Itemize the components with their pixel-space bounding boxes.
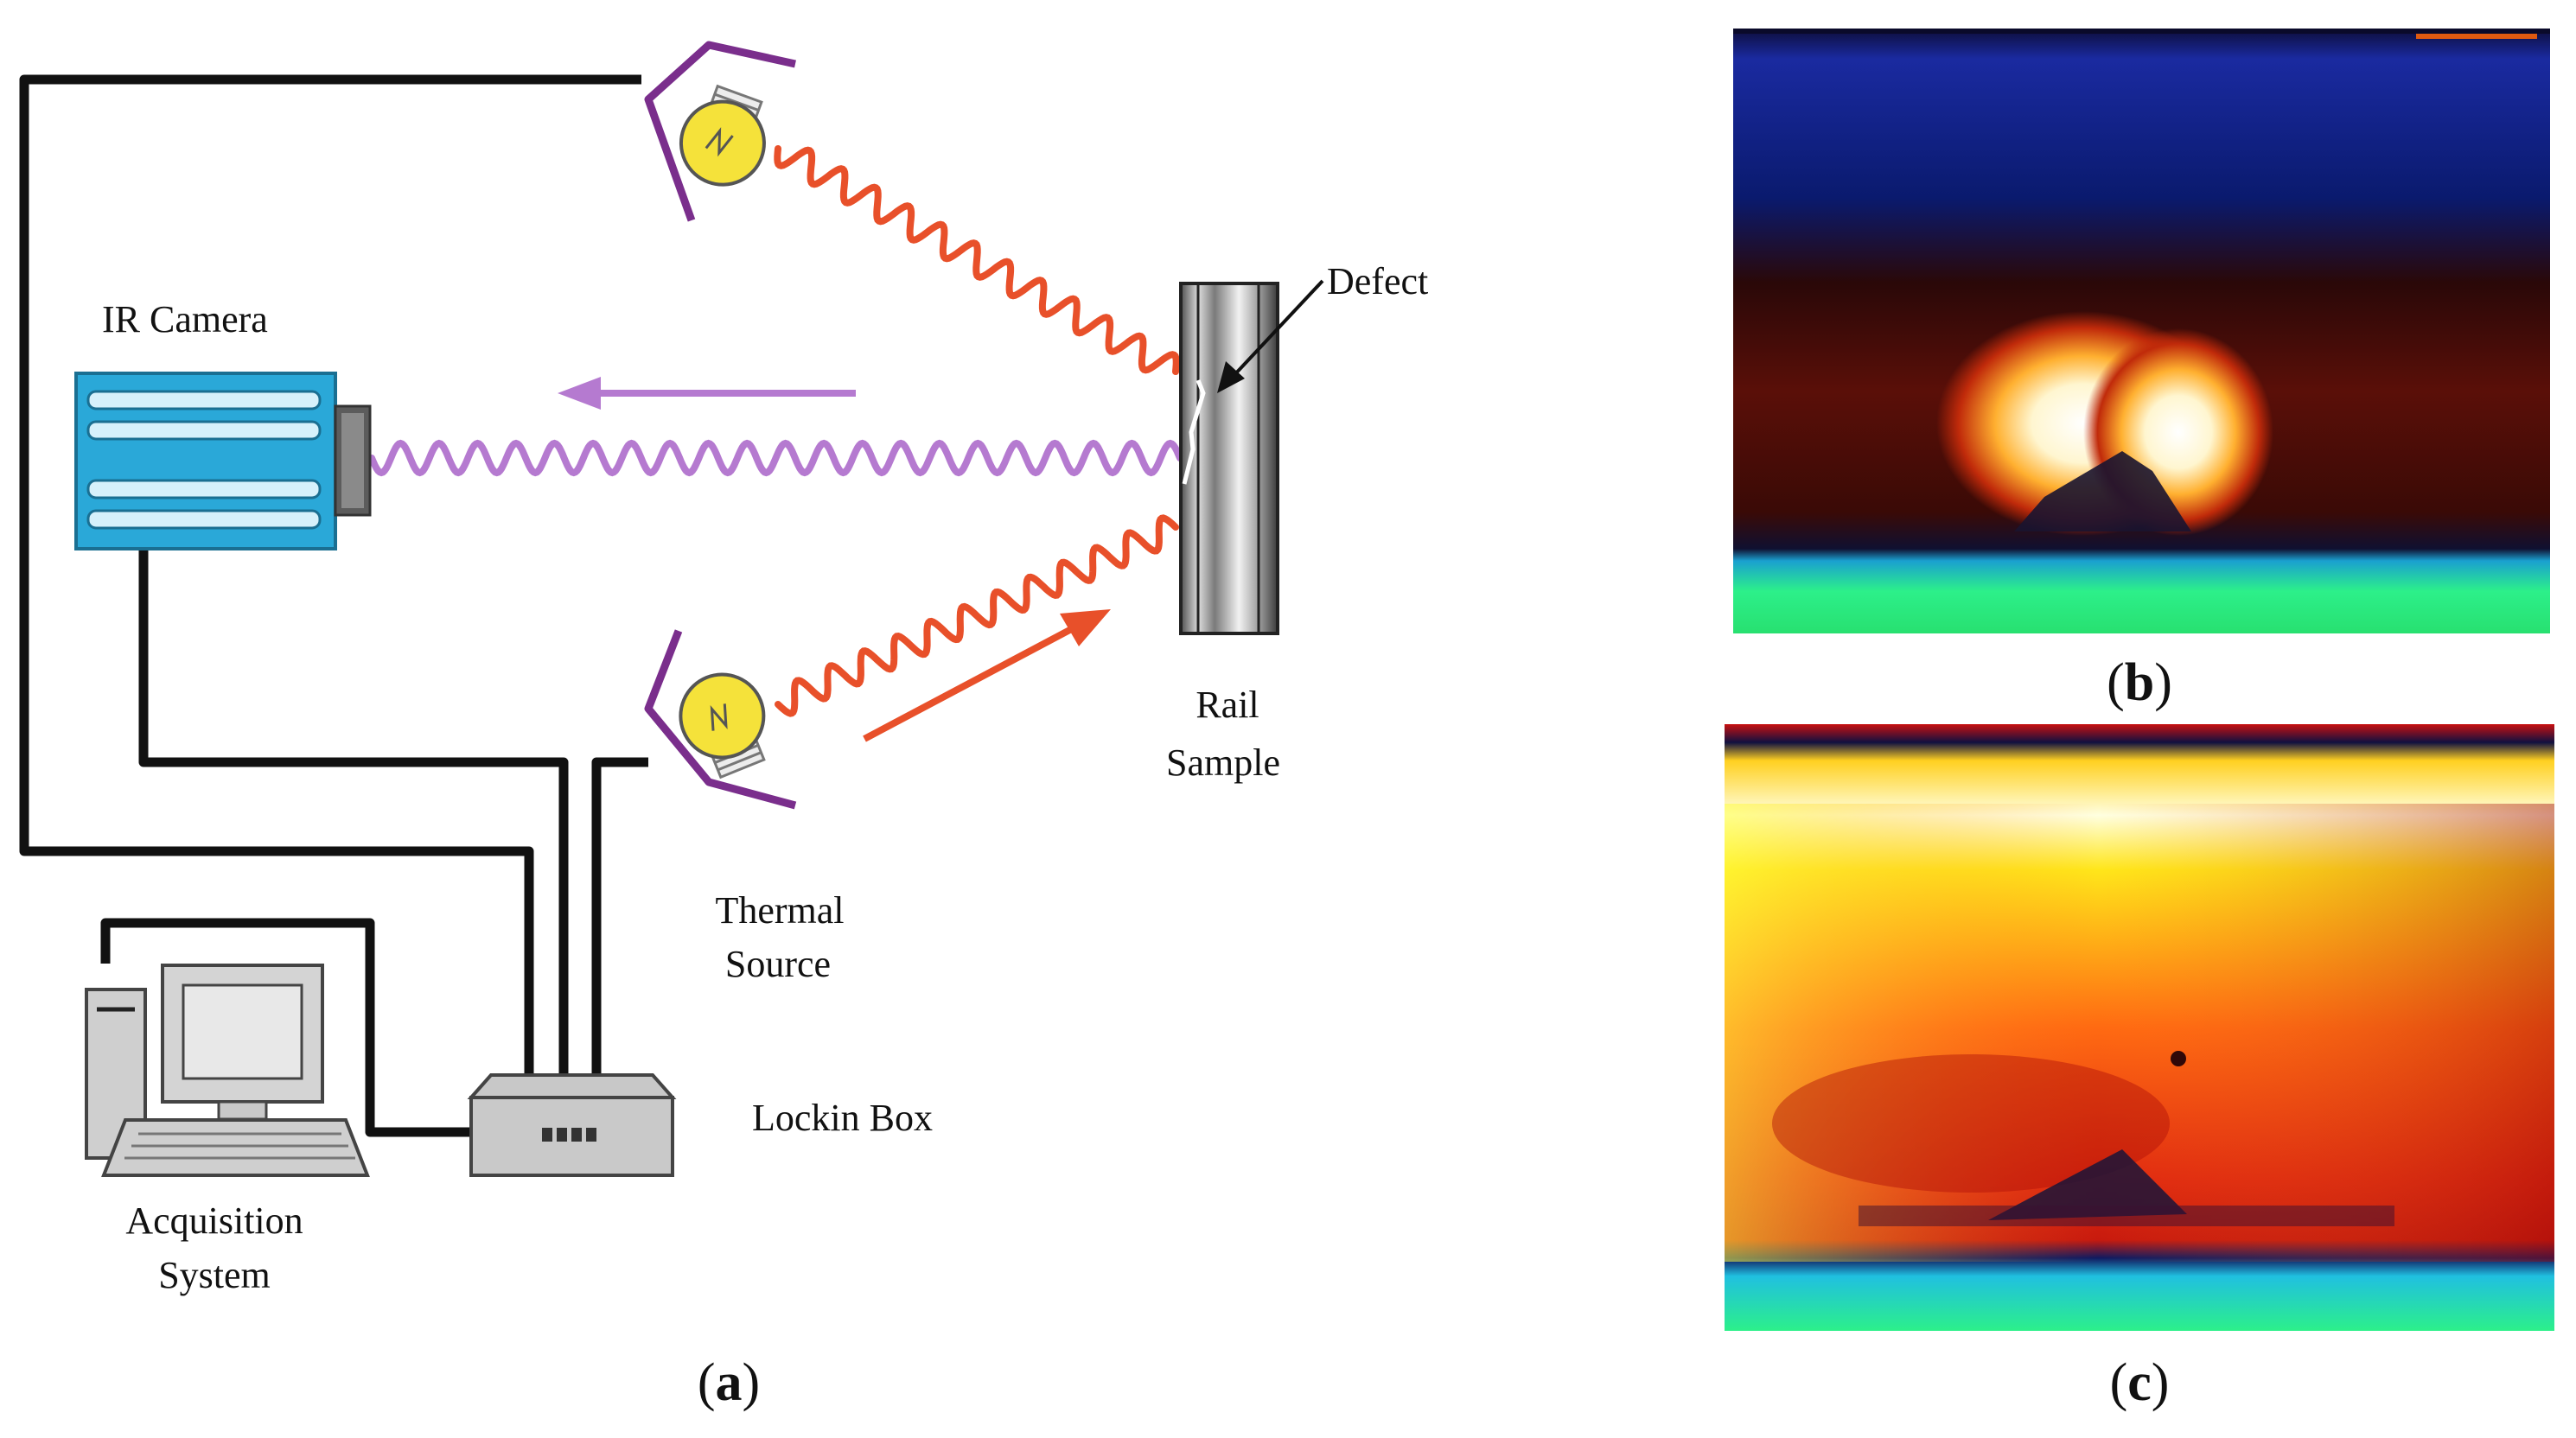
schematic-diagram: IR Camera Defect Rail Sample Thermal Sou…: [19, 41, 1428, 1296]
wiring: [19, 74, 648, 1137]
wire-camera: [138, 549, 569, 1080]
defect-pointer-arrow: [1217, 279, 1324, 393]
caption-a: (a): [698, 1353, 760, 1412]
bulb-icon: [679, 99, 766, 187]
wire-lamp-bottom: [591, 757, 648, 1080]
rail-label-line2: Sample: [1166, 741, 1280, 784]
lockin-box-label: Lockin Box: [752, 1097, 933, 1139]
thermal-lamp-top: [644, 41, 796, 222]
ir-direction-arrow: [558, 377, 856, 410]
caption-c: (c): [2110, 1353, 2170, 1412]
caption-b: (b): [2107, 653, 2172, 712]
bulb-icon: [679, 672, 766, 760]
thermogram-b: [1733, 29, 2550, 633]
acquisition-label-line2: System: [158, 1254, 271, 1296]
heat-wave-top: [774, 145, 1180, 375]
heat-wave-bottom: [775, 514, 1179, 717]
wire-lamp-top: [19, 74, 641, 1080]
thermal-lamp-bottom: [644, 629, 797, 810]
rail-sample: [1179, 282, 1279, 635]
wire-acquisition: [100, 918, 471, 1137]
ir-camera: [74, 372, 372, 550]
thermal-source-label-line2: Source: [725, 943, 831, 985]
lamp-reflector: [644, 629, 797, 810]
heat-direction-arrow: [863, 609, 1111, 742]
acquisition-computer-icon: [85, 964, 370, 1177]
thermal-source-label-line1: Thermal: [715, 889, 844, 932]
rail-label-line1: Rail: [1196, 684, 1259, 726]
defect-label: Defect: [1327, 260, 1428, 302]
ir-camera-label: IR Camera: [102, 298, 268, 340]
defect-region: [2014, 451, 2191, 531]
lamp-reflector: [644, 41, 796, 222]
ir-radiation-wave: [368, 439, 1183, 477]
thermogram-c: [1725, 724, 2554, 1331]
defect-region: [1988, 1149, 2187, 1220]
defect-crack: [1182, 379, 1206, 485]
lockin-box: [467, 1073, 677, 1177]
acquisition-label-line1: Acquisition: [125, 1199, 303, 1242]
